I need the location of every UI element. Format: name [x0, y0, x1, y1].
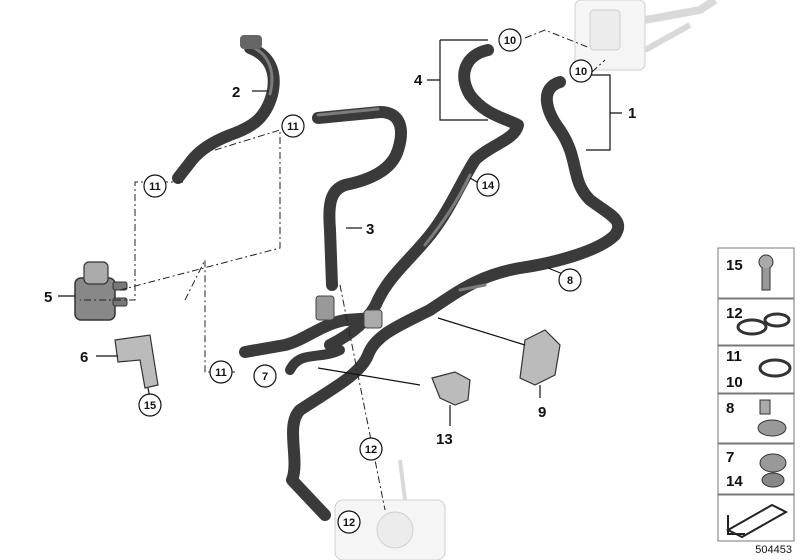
valve-part-5	[74, 261, 128, 321]
screw-icon	[758, 254, 774, 291]
circled-callout-12b: 12	[337, 510, 361, 534]
circled-callout-12a: 12	[359, 437, 383, 461]
callout-5: 5	[44, 289, 52, 306]
callout-1: 1	[628, 105, 636, 122]
arrow-icon	[725, 503, 789, 539]
engine-unit-bottom	[334, 459, 446, 560]
hose-clip-icon	[757, 399, 787, 437]
circled-callout-11c: 11	[209, 360, 233, 384]
circled-callout-14: 14	[476, 173, 500, 197]
spring-clamp-icon	[758, 358, 792, 378]
circled-callout-7: 7	[253, 364, 277, 388]
callout-4: 4	[414, 72, 423, 89]
callout-13: 13	[436, 431, 453, 448]
holder-part-9	[519, 329, 561, 386]
legend-label-8: 8	[726, 400, 734, 417]
svg-text:12: 12	[365, 444, 377, 456]
svg-text:11: 11	[287, 121, 299, 133]
circled-callout-11a: 11	[281, 114, 305, 138]
svg-text:11: 11	[215, 367, 227, 379]
svg-text:7: 7	[262, 371, 268, 383]
holder-part-13	[431, 371, 471, 406]
hose-part-1-8	[286, 76, 625, 521]
callout-6: 6	[80, 349, 88, 366]
callout-9: 9	[538, 404, 546, 421]
circled-callout-11b: 11	[143, 174, 167, 198]
legend-label-11: 11	[726, 348, 742, 365]
bracket-part-6	[114, 334, 159, 389]
svg-text:15: 15	[144, 400, 156, 412]
heater-unit-top	[574, 0, 718, 71]
svg-text:10: 10	[575, 66, 587, 78]
circled-callout-10a: 10	[498, 28, 522, 52]
legend-label-10: 10	[726, 374, 743, 391]
band-clamp-icon	[736, 312, 791, 336]
hose-part-3	[312, 106, 407, 291]
hose-part-7	[239, 295, 383, 375]
circled-callout-15: 15	[138, 393, 162, 417]
svg-text:8: 8	[567, 275, 573, 287]
svg-text:10: 10	[504, 35, 516, 47]
callout-3: 3	[366, 221, 374, 238]
legend-label-7: 7	[726, 449, 734, 466]
leader-lines	[58, 39, 622, 426]
reference-number: 504453	[755, 544, 792, 556]
legend-label-14: 14	[726, 473, 743, 490]
hose-part-2	[172, 35, 280, 184]
legend-label-12: 12	[726, 305, 743, 322]
hose-part-4-14	[324, 44, 524, 351]
legend-panel: 15 12 11 10 8 7 14	[717, 247, 795, 542]
svg-text:12: 12	[343, 517, 355, 529]
circled-callout-10b: 10	[569, 59, 593, 83]
legend-label-15: 15	[726, 257, 743, 274]
circled-callout-8: 8	[558, 268, 582, 292]
svg-text:11: 11	[149, 181, 161, 193]
callout-2: 2	[232, 84, 240, 101]
double-clip-icon	[759, 453, 787, 488]
svg-text:14: 14	[482, 180, 495, 192]
